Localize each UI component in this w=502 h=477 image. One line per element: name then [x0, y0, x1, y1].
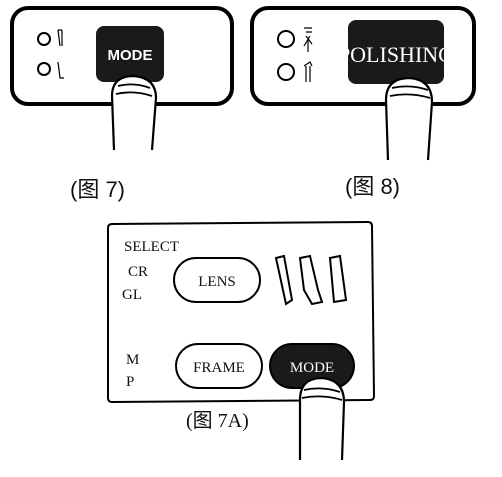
fig7a-cr-label: CR	[128, 264, 148, 280]
fig7-edge-profile-icon-bottom	[57, 61, 64, 79]
fig7-mode-button[interactable]	[96, 26, 164, 82]
fig7a-p-label: P	[126, 374, 134, 390]
fig7a-gl-label: GL	[122, 287, 142, 303]
fig7a-frame-button-label: FRAME	[193, 360, 245, 376]
fig8-caption: (图 8)	[345, 174, 400, 199]
fig7a-lens-edge-profiles	[274, 254, 348, 306]
fig7a-m-label: M	[126, 352, 139, 368]
figure-8: POLISHING	[250, 6, 476, 161]
fig8-indicator-led-bottom	[277, 63, 295, 81]
fig7a-finger-pressing	[298, 376, 346, 461]
fig7a-edge-profile-1	[274, 254, 294, 306]
fig7a-edge-profile-3	[328, 254, 348, 304]
fig7a-lens-button[interactable]	[173, 257, 261, 303]
fig8-indicator-led-top	[277, 30, 295, 48]
fig7-caption: (图 7)	[70, 177, 125, 202]
fig7a-caption: (图 7A)	[186, 410, 249, 432]
fig7-indicator-led-bottom	[37, 62, 51, 76]
fig7a-mode-button-label: MODE	[290, 360, 334, 376]
fig7a-select-label: SELECT	[124, 239, 179, 255]
fig8-finger-pressing	[384, 76, 434, 161]
fig7a-lens-button-label: LENS	[198, 274, 236, 290]
fig7a-edge-profile-2	[298, 254, 324, 306]
fig7-finger-pressing	[110, 74, 158, 151]
fig8-polish-icon-top	[303, 27, 313, 52]
fig8-polishing-button-label: POLISHING	[338, 42, 454, 67]
figure-7: MODE	[10, 6, 234, 151]
figure-7a: SELECT CR GL M P LENS FRAME MODE	[107, 220, 376, 461]
fig7a-frame-button[interactable]	[175, 343, 263, 389]
fig8-polishing-button[interactable]	[348, 20, 444, 84]
fig8-polish-icon-bottom	[303, 61, 313, 82]
fig7-indicator-led-top	[37, 32, 51, 46]
fig7-mode-button-label: MODE	[108, 47, 153, 64]
fig7-edge-profile-icon-top	[57, 29, 63, 47]
